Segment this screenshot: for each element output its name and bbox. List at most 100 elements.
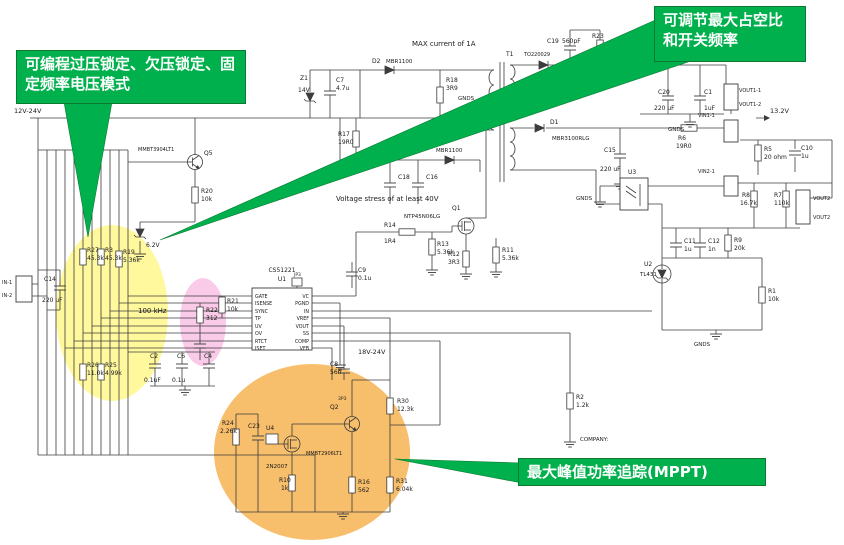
schematic-label: C20 [658,89,670,96]
ground-symbol [425,269,439,276]
capacitor-symbol [175,363,189,369]
schematic-label: 5.36k [123,257,140,264]
resistor-symbol [436,86,444,104]
schematic-label: 6.04k [396,486,413,493]
resistor-symbol [79,363,87,381]
capacitor-symbol [323,90,337,96]
schematic-label: VC [302,294,309,300]
schematic-label: D2 [372,58,381,65]
ground-symbol [459,273,473,280]
schematic-label: R2 [576,394,584,401]
schematic-label: C2 [150,353,158,360]
schematic-label: 220 uF [654,105,675,112]
diode-symbol [534,123,545,133]
schematic-label: 19R0 [338,139,354,146]
schematic-label: 1u [801,153,809,160]
vout2-connector [795,189,811,225]
diode-symbol [444,155,455,165]
capacitor-symbol [669,242,683,248]
resistor-symbol [724,234,732,252]
highlight-uv-ov-divider [56,225,168,401]
schematic-label: 6.2V [146,242,161,249]
schematic-label: 13.2V [770,107,789,115]
capacitor-symbol [411,182,425,188]
optocoupler-internals [625,184,641,206]
ground-symbol [709,333,723,340]
ground-symbol [489,271,503,278]
schematic-label: 3R3 [448,259,460,266]
schematic-label: T1 [505,51,514,58]
schematic-label: MMBT3904LT1 [138,147,174,153]
callout-pointer-layer [63,17,695,484]
vout1-connector [723,83,739,111]
schematic-label: R16 [358,479,370,486]
schematic-label: R9 [734,237,742,244]
schematic-label: C14 [44,276,56,283]
schematic-label: 56n [330,369,342,376]
schematic-label: 1R4 [384,238,396,245]
schematic-label: TP [254,316,261,322]
mosfet-symbol [457,217,475,235]
schematic-label: ISENSE [255,301,272,307]
schematic-label: 1u [684,246,692,253]
schematic-label: GNDS [668,127,685,133]
schematic-label: R24 [222,420,234,427]
schematic-label: VFB [300,346,309,352]
resistor-symbol [191,186,199,204]
schematic-label: 220 uF [600,166,621,173]
schematic-label: R7 [774,192,782,199]
schematic-label: C6 [177,353,185,360]
schematic-label: 312 [206,315,218,322]
schematic-label: 10k [768,296,780,303]
schematic-label: R23 [592,33,604,40]
callout-programmable-modes: 可编程过压锁定、欠压锁定、固定频率电压模式 [16,50,246,104]
schematic-label: R20 [201,188,213,195]
schematic-label: SYNC [255,309,269,315]
schematic-label: MBR1100 [386,59,413,65]
wires-ic [65,262,652,512]
schematic-label: R8 [742,192,750,199]
symbol-layer [15,39,811,520]
diode-symbol [384,65,395,75]
schematic-label: 18V-24V [358,348,386,356]
input-connector [15,275,33,303]
schematic-label: 14V [298,87,311,94]
schematic-label: C9 [358,267,366,274]
schematic-label: 4.7u [336,85,350,92]
schematic-label: 4.99k [105,370,122,377]
schematic-label: RTCT [255,339,267,345]
ground-symbol [178,389,192,396]
schematic-label: C4 [204,353,212,360]
schematic-label: R12 [448,251,460,258]
schematic-label: R26 [87,362,99,369]
schematic-label: IN-2 [2,293,12,299]
schematic-label: 1.2k [576,402,590,409]
schematic-label: 0.1uF [144,377,161,384]
schematic-label: VIN1-1 [698,113,715,119]
schematic-label: Q1 [452,205,461,212]
capacitor-symbol [383,182,397,188]
schematic-label: UV [255,324,263,330]
schematic-label: R31 [396,478,408,485]
schematic-label: 2N2007 [266,464,288,470]
schematic-label: U4 [266,425,274,432]
schematic-label: R3 [105,247,113,254]
schematic-label: C7 [336,77,344,84]
schematic-label: R6 [678,135,686,142]
schematic-label: 12.3k [397,406,414,413]
schematic-label: C15 [604,147,616,154]
schematic-label: 19R0 [676,143,692,150]
schematic-label: R14 [384,222,396,229]
schematic-label: COMPANY: [580,437,608,443]
schematic-label: 5.36k [502,255,519,262]
schematic-label: 20 ohm [764,154,787,161]
schematic-label: 20k [734,245,746,252]
schematic-label: 45.3k [105,255,122,262]
schematic-label: R18 [446,77,458,84]
capacitor-symbol [693,95,707,101]
capacitor-symbol [788,150,802,156]
callout-adjustable-duty-frequency: 可调节最大占空比和开关频率 [654,6,806,62]
voltage-arrow [764,115,770,121]
resistor-symbol [386,476,394,494]
